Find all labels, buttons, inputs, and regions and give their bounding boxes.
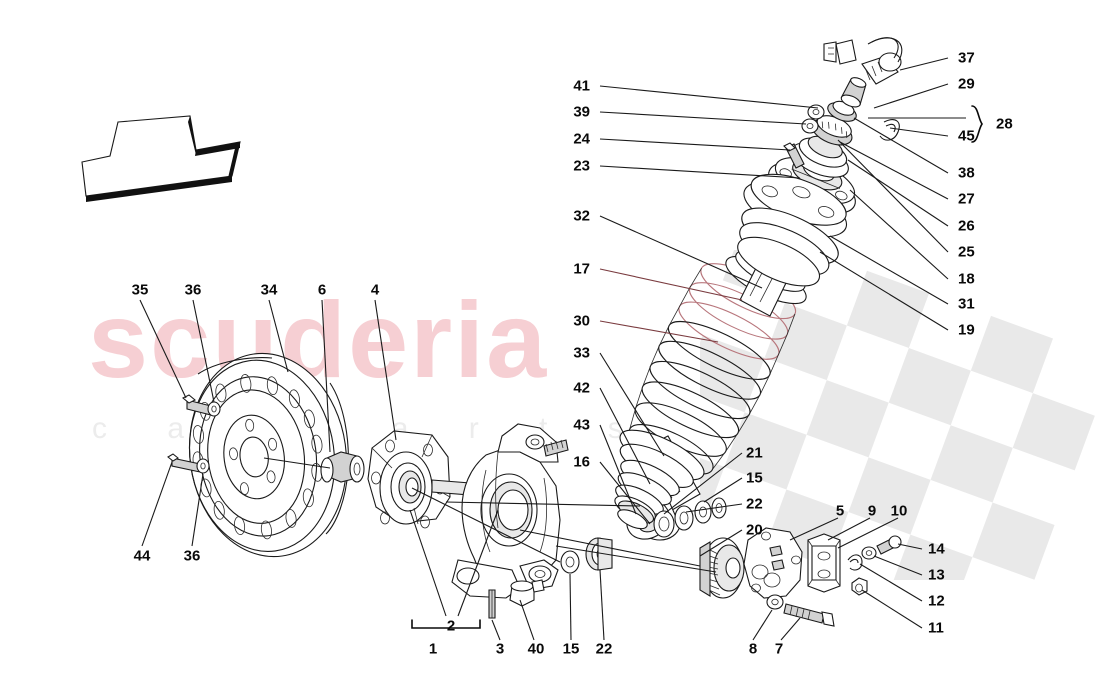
spring-clip-part-12 [847, 554, 863, 571]
nut-part-11 [851, 577, 868, 596]
callout-34[interactable]: 34 [260, 281, 278, 299]
callout-22-bottom[interactable]: 22 [595, 640, 613, 658]
callout-29[interactable]: 29 [958, 75, 975, 93]
sensor-bracket-part-9 [807, 533, 841, 593]
callout-11[interactable]: 11 [928, 619, 944, 637]
leader-lines [139, 57, 983, 641]
callout-5[interactable]: 5 [835, 502, 845, 520]
callout-41[interactable]: 41 [573, 77, 590, 95]
callout-14[interactable]: 14 [928, 540, 945, 558]
dust-boot-part-31 [737, 207, 839, 287]
callout-25[interactable]: 25 [958, 243, 975, 261]
callout-20[interactable]: 20 [746, 521, 763, 539]
callout-15-bottom[interactable]: 15 [562, 640, 580, 658]
callout-16[interactable]: 16 [573, 453, 590, 471]
connector-clip-part-37 [823, 39, 857, 65]
wheel-hub-flange-part-4 [367, 430, 471, 529]
callout-42[interactable]: 42 [573, 379, 590, 397]
callout-15-mid[interactable]: 15 [746, 469, 763, 487]
washer-part-15-mid [694, 500, 712, 524]
steering-knuckle-part-2 [451, 423, 569, 599]
bush-part-22-mid [674, 505, 694, 531]
bush-part-21 [653, 510, 675, 538]
callout-39[interactable]: 39 [573, 103, 590, 121]
washer-part-15-lower [560, 550, 580, 574]
upper-bearing-part-25 [811, 115, 853, 146]
washer-part-39 [801, 118, 819, 134]
callout-32[interactable]: 32 [573, 207, 590, 225]
hub-nut-part-6 [320, 451, 365, 483]
callout-1[interactable]: 1 [428, 640, 438, 658]
callout-23[interactable]: 23 [573, 157, 590, 175]
callout-2[interactable]: 2 [446, 617, 456, 635]
callout-43[interactable]: 43 [573, 416, 590, 434]
callout-44[interactable]: 44 [133, 547, 151, 565]
retaining-clip-part-26 [879, 119, 900, 141]
callout-9[interactable]: 9 [867, 502, 877, 520]
callout-26[interactable]: 26 [958, 217, 975, 235]
washer-part-8 [766, 594, 784, 610]
brake-shield-plate-part-5 [743, 527, 803, 599]
damper-rod-top-part-45 [840, 77, 867, 108]
washer-part-13 [861, 546, 877, 560]
callout-27[interactable]: 27 [958, 190, 975, 208]
sensor-connector-part-29 [861, 37, 903, 85]
callout-37[interactable]: 37 [958, 49, 975, 67]
abs-tone-wheel-part-20 [699, 537, 745, 599]
callout-19[interactable]: 19 [958, 321, 975, 339]
callout-30[interactable]: 30 [573, 312, 590, 330]
callout-17[interactable]: 17 [573, 260, 590, 278]
callout-40[interactable]: 40 [527, 640, 545, 658]
callout-13[interactable]: 13 [928, 566, 945, 584]
brake-disc-part-34 [188, 352, 349, 558]
callout-12[interactable]: 12 [928, 592, 945, 610]
bush-part-22-lower [585, 537, 613, 571]
callout-8[interactable]: 8 [748, 640, 758, 658]
washer-part-36-upper [207, 401, 221, 417]
callout-36-top[interactable]: 36 [184, 281, 202, 299]
callout-36-bottom[interactable]: 36 [183, 547, 201, 565]
callout-38[interactable]: 38 [958, 164, 975, 182]
callout-21[interactable]: 21 [746, 444, 763, 462]
callout-4[interactable]: 4 [370, 281, 380, 299]
forward-direction-arrow [81, 115, 241, 202]
callout-22-mid[interactable]: 22 [746, 495, 763, 513]
callout-18[interactable]: 18 [958, 270, 975, 288]
roll-pin-part-3 [488, 589, 496, 619]
callout-7[interactable]: 7 [774, 640, 784, 658]
callout-3[interactable]: 3 [495, 640, 505, 658]
washer-part-41 [807, 104, 825, 120]
callout-24[interactable]: 24 [573, 130, 590, 148]
callout-35[interactable]: 35 [131, 281, 149, 299]
hex-bolt-part-7 [783, 603, 835, 627]
callout-33[interactable]: 33 [573, 344, 590, 362]
bolt-part-24 [783, 142, 805, 169]
callout-31[interactable]: 31 [958, 295, 975, 313]
callout-45[interactable]: 45 [958, 127, 975, 145]
washer-part-36-lower [196, 458, 210, 474]
callout-28[interactable]: 28 [996, 115, 1013, 133]
bolt-part-14 [876, 535, 902, 555]
ball-joint-cap-part-40 [509, 579, 545, 607]
callout-10[interactable]: 10 [890, 502, 908, 520]
callout-6[interactable]: 6 [317, 281, 327, 299]
